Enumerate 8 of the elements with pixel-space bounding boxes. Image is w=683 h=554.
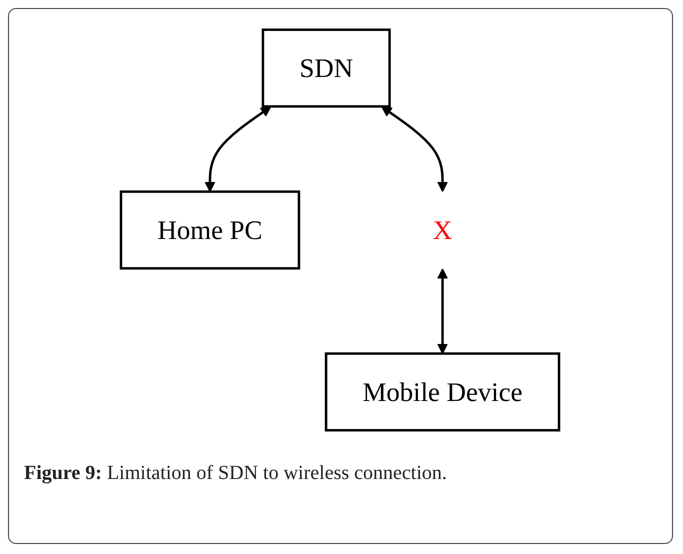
arrow xyxy=(381,106,448,192)
arrow xyxy=(204,106,272,192)
figure-caption: Figure 9: Limitation of SDN to wireless connection. xyxy=(24,462,447,485)
node-box: SDN xyxy=(262,28,391,108)
node-box: Mobile Device xyxy=(324,352,560,432)
node-text: X xyxy=(432,214,452,246)
arrow xyxy=(437,268,448,354)
node-box: Home PC xyxy=(120,190,300,270)
